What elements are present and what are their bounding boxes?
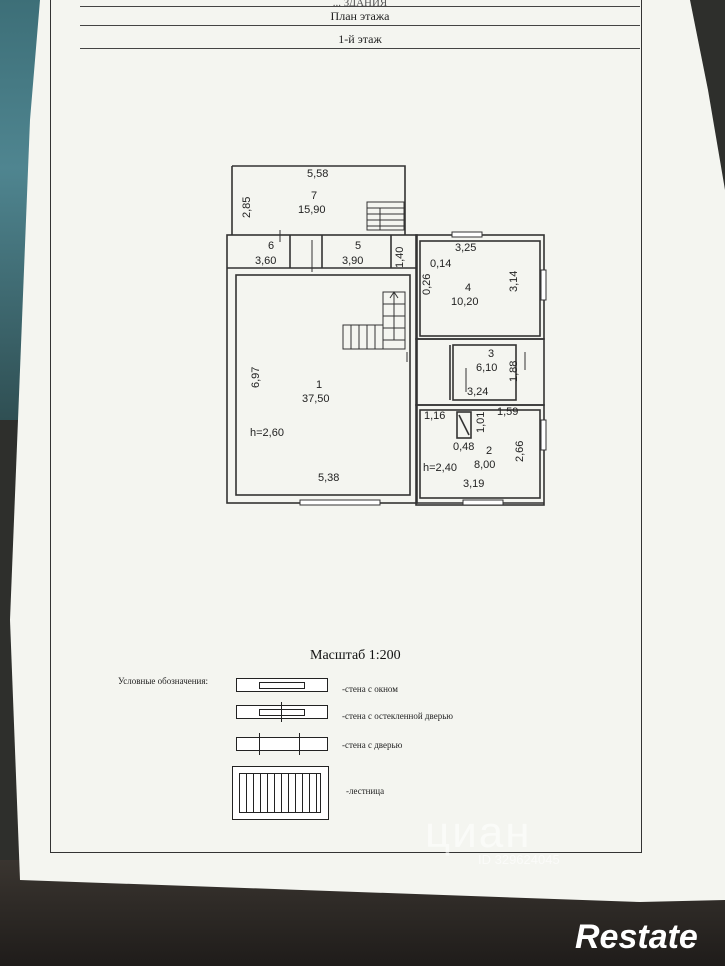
legend-door-symbol — [236, 733, 328, 755]
scale-label: Масштаб 1:200 — [310, 648, 401, 663]
legend-wall-window-symbol — [236, 678, 328, 692]
legend-wall-window-label: -стена с окном — [342, 684, 398, 694]
legend-glass-door-symbol — [236, 702, 328, 722]
ceiling-height-room1: h=2,60 — [250, 427, 284, 439]
dim-1-40: 1,40 — [394, 246, 406, 268]
header-floor: 1-й этаж — [80, 30, 640, 49]
room1-number: 1 — [316, 379, 323, 391]
room1-area: 37,50 — [302, 393, 330, 405]
dim-0-14: 0,14 — [430, 258, 452, 270]
dim-2-85: 2,85 — [241, 196, 253, 218]
wall-room7-top — [232, 165, 406, 235]
restate-logo: Restate — [575, 918, 698, 956]
room4-number: 4 — [465, 282, 472, 294]
room2-area: 8,00 — [474, 459, 496, 471]
dim-1-01: 1,01 — [475, 411, 487, 433]
legend-glass-door-label: -стена с остекленной дверью — [342, 711, 454, 721]
cian-watermark-id: ID 329624045 — [478, 852, 560, 867]
stairs-room7 — [366, 201, 405, 231]
room7-number: 7 — [311, 190, 318, 202]
legend-stairs-label: -лестница — [346, 786, 385, 796]
legend-door-label: -стена с дверью — [342, 740, 403, 750]
dim-1-59: 1,59 — [497, 406, 519, 418]
document-frame — [50, 0, 642, 853]
legend-title: Условные обозначения: — [118, 676, 209, 686]
dim-5-38: 5,38 — [318, 472, 340, 484]
room6-area: 3,60 — [255, 255, 277, 267]
ceiling-height-room2: h=2,40 — [423, 462, 457, 474]
dim-3-24: 3,24 — [467, 386, 489, 398]
room2-number: 2 — [486, 445, 493, 457]
dim-0-48: 0,48 — [453, 441, 475, 453]
dim-1-16: 1,16 — [424, 410, 446, 422]
legend-stairs-symbol — [232, 766, 329, 820]
room3-area: 6,10 — [476, 362, 498, 374]
room7-area: 15,90 — [298, 204, 326, 216]
dim-0-26: 0,26 — [421, 273, 433, 295]
dim-3-25: 3,25 — [455, 242, 477, 254]
dim-6-97: 6,97 — [250, 366, 262, 388]
room4-area: 10,20 — [451, 296, 479, 308]
room5-number: 5 — [355, 240, 362, 252]
dim-3-19: 3,19 — [463, 478, 485, 490]
header-plan-title: План этажа — [80, 7, 640, 26]
stairs-room1 — [342, 291, 406, 350]
room5-area: 3,90 — [342, 255, 364, 267]
cian-watermark: циан — [425, 808, 532, 857]
dim-5-58: 5,58 — [307, 168, 329, 180]
room6-number: 6 — [268, 240, 275, 252]
dim-2-66: 2,66 — [514, 440, 526, 462]
dim-1-88: 1,88 — [508, 360, 520, 382]
dim-3-14: 3,14 — [508, 270, 520, 292]
room3-number: 3 — [488, 348, 495, 360]
header-cut-title: ... ЗДАНИЯ — [80, 0, 640, 7]
